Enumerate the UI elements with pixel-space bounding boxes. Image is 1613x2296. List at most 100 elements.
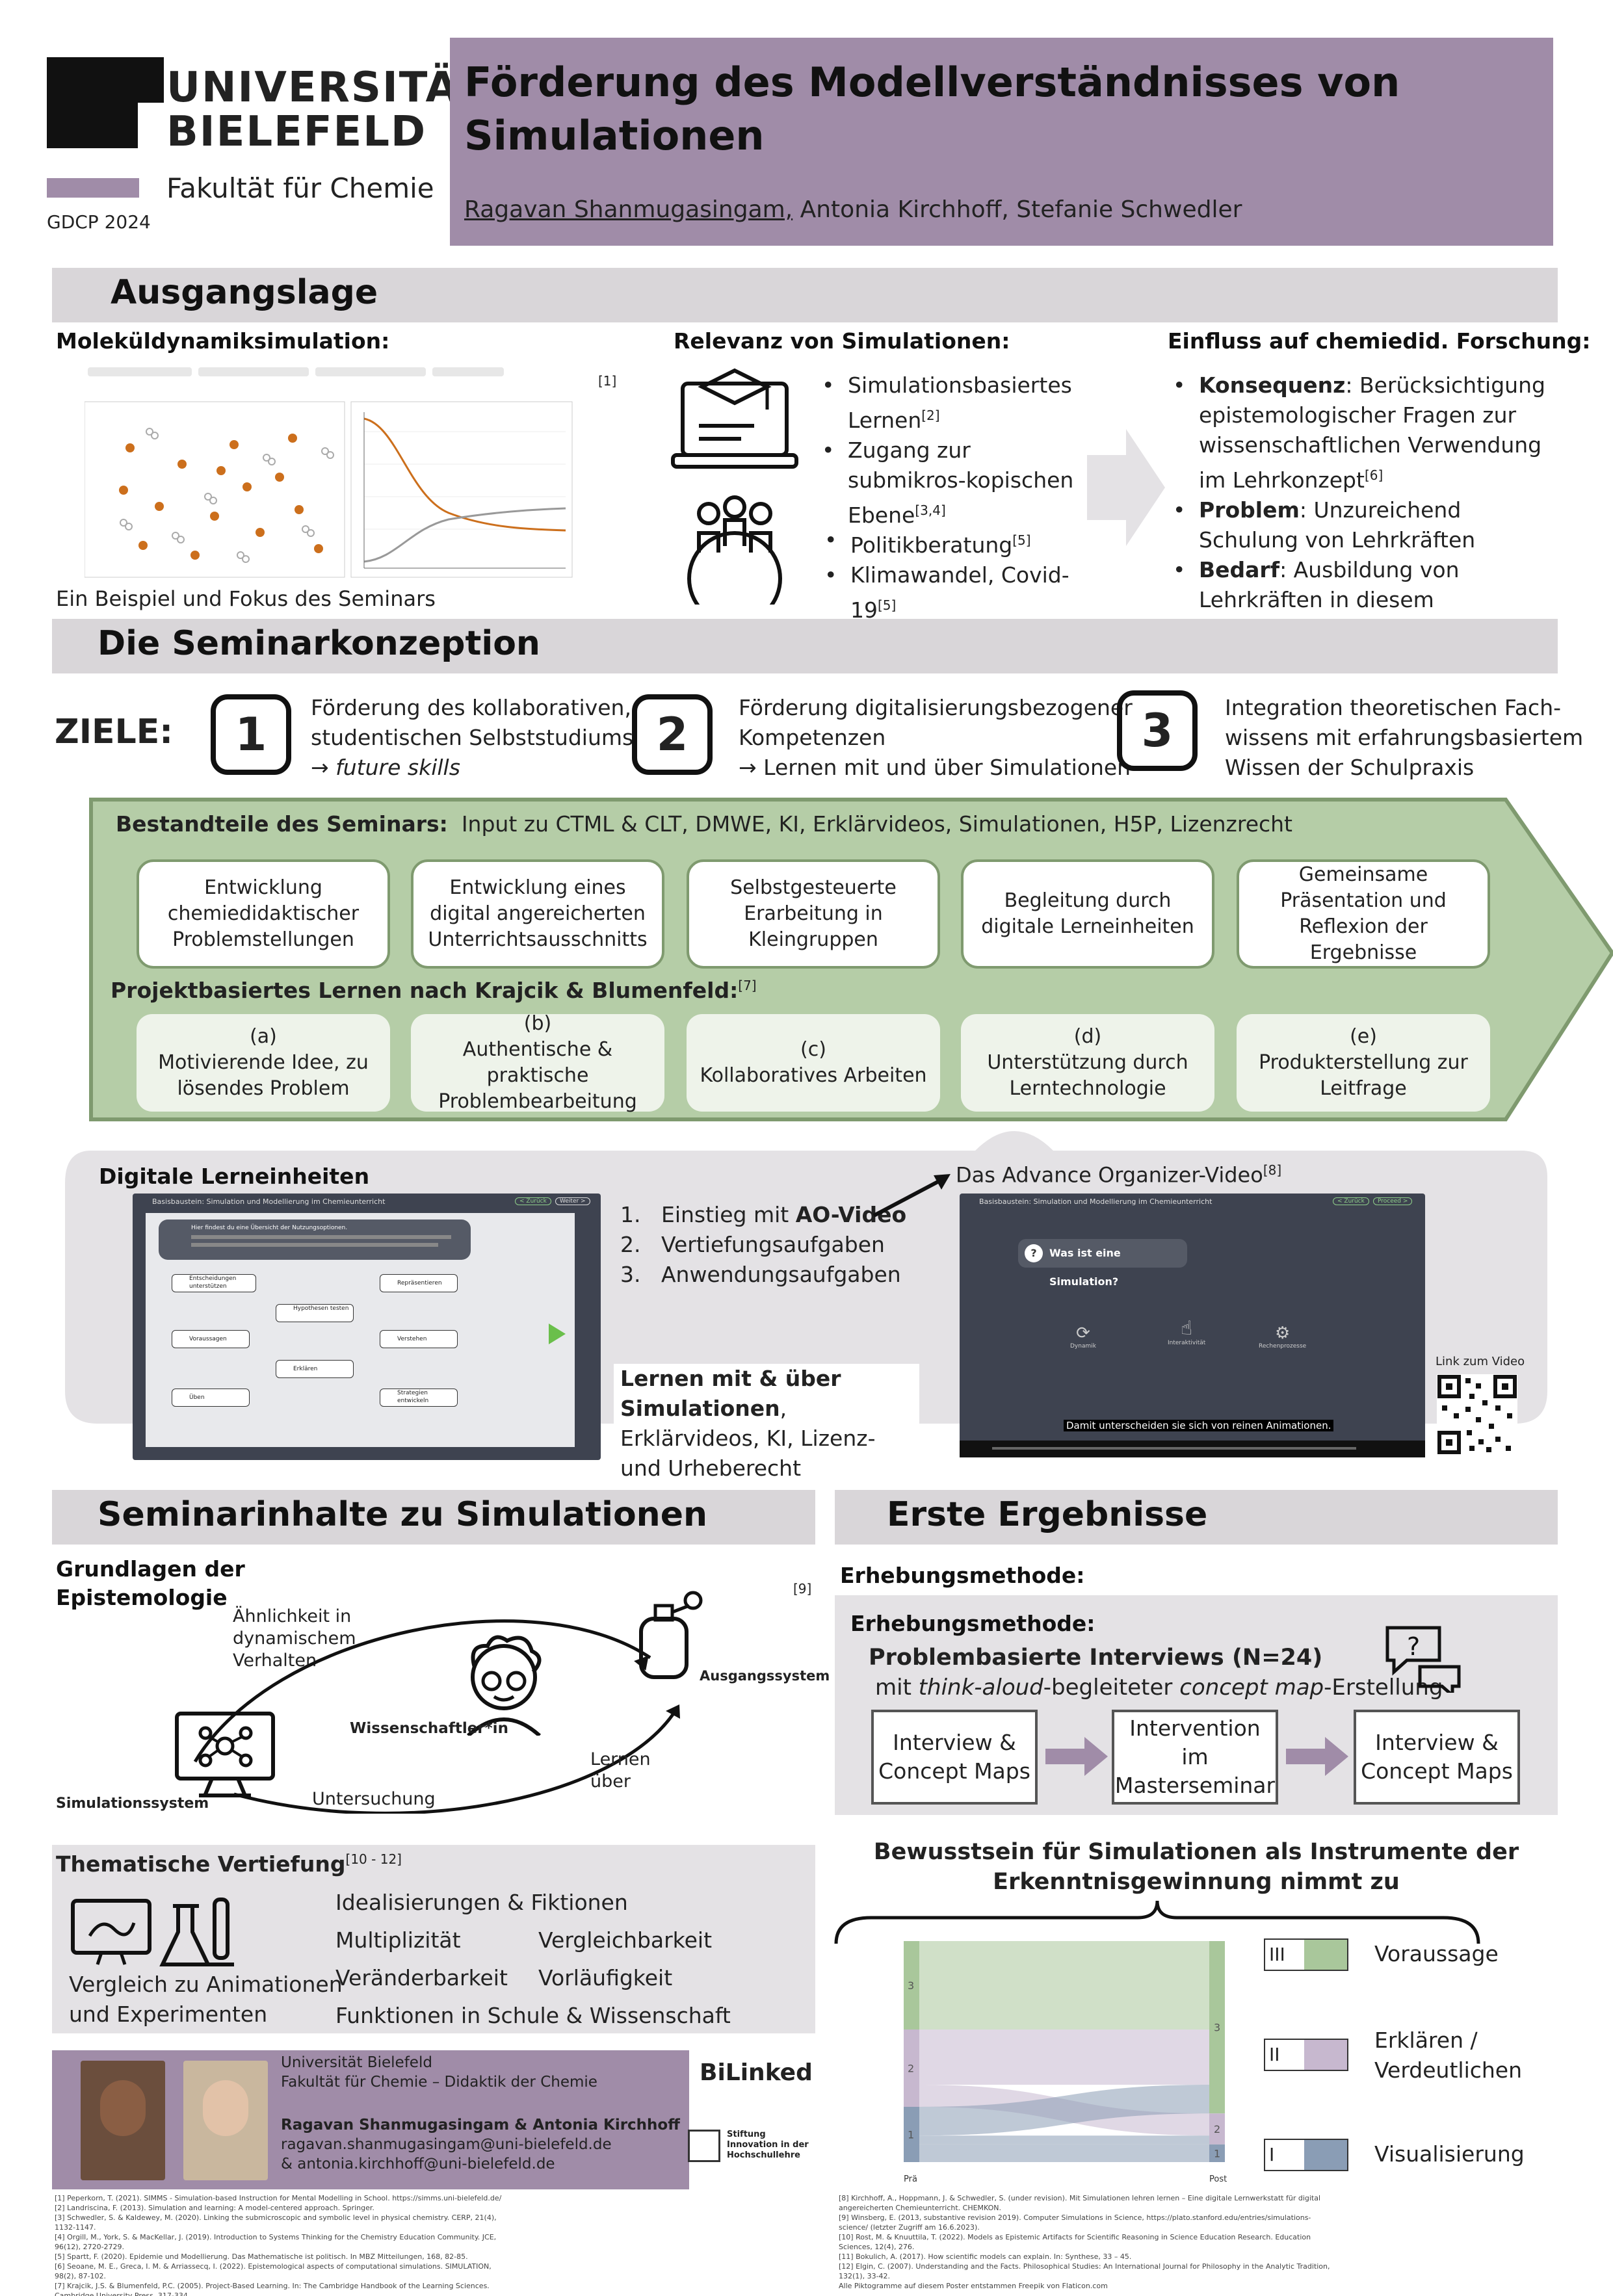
- uni-name-2: BIELEFELD: [166, 108, 427, 156]
- qr-code[interactable]: [1437, 1374, 1517, 1455]
- photo-2: [183, 2061, 268, 2180]
- goal-number-2: 2: [632, 694, 713, 775]
- contact-mail-2[interactable]: & antonia.kirchhoff@uni-bielefeld.de: [281, 2156, 555, 2172]
- pbl-box: (b)Authentische & praktische Problembear…: [411, 1012, 664, 1113]
- ss-node[interactable]: Repräsentieren: [380, 1274, 458, 1292]
- logo-block: [47, 57, 138, 148]
- pbl-box: (e)Produkterstellung zur Leitfrage: [1237, 1014, 1490, 1112]
- ss-title: Basisbaustein: Simulation und Modellieru…: [152, 1197, 386, 1206]
- bestandteile-text: Input zu CTML & CLT, DMWE, KI, Erklärvid…: [461, 811, 1292, 837]
- chart-title: Bewusstsein für Simulationen als Instrum…: [873, 1839, 1519, 1895]
- ss-node[interactable]: Strategien entwickeln: [380, 1389, 458, 1407]
- relevance-item: Zugang zur submikros-kopischen Ebene[3,4…: [817, 436, 1090, 530]
- sankey-x-label: Post: [1209, 2174, 1227, 2184]
- ss-node[interactable]: Verstehen: [380, 1330, 458, 1348]
- col1-title: Moleküldynamiksimulation:: [56, 328, 390, 354]
- ss-node[interactable]: Entscheidungen unterstützen: [172, 1274, 256, 1292]
- contact-mail-1[interactable]: ragavan.shanmugasingam@uni-bielefeld.de: [281, 2136, 612, 2153]
- faculty-bar: [47, 178, 139, 198]
- video-icon-rechenprozesse: ⚙Rechenprozesse: [1259, 1324, 1307, 1350]
- svg-text:?: ?: [1407, 1632, 1420, 1661]
- legend-swatch: [1304, 2040, 1347, 2070]
- stiftung-logo: [688, 2130, 720, 2162]
- ss-play-icon[interactable]: [549, 1324, 566, 1344]
- video-progress[interactable]: [992, 1447, 1356, 1450]
- goal-number-1: 1: [211, 694, 291, 775]
- ss-node[interactable]: Hypothesen testen: [276, 1304, 354, 1322]
- legend-label: Visualisierung: [1374, 2141, 1525, 2167]
- sankey-bar-pre: [904, 2029, 919, 2107]
- topic: Multiplizität: [335, 1927, 461, 1953]
- relevance-item: Politikberatung[5]: [819, 525, 1092, 560]
- section-title-konzeption: Die Seminarkonzeption: [98, 624, 540, 663]
- sankey-x-label: Prä: [904, 2174, 917, 2184]
- logo-block-small: [138, 57, 164, 103]
- component-box: Entwicklung chemiedidaktischer Problemst…: [137, 859, 390, 969]
- interview-detail: mit think-aloud-begleiteter concept map-…: [875, 1675, 1443, 1701]
- video-icon-dynamik: ⟳Dynamik: [1070, 1324, 1096, 1350]
- digital-steps: 1. Einstieg mit AO-Video 2. Vertiefungsa…: [620, 1200, 945, 1290]
- method-step: Interview & Concept Maps: [1354, 1710, 1520, 1805]
- goal-text-3: Integration theoretischen Fach-wissens m…: [1225, 695, 1584, 780]
- video-subtitle: Damit unterscheiden sie sich von reinen …: [1064, 1420, 1334, 1431]
- author-presenting: Ragavan Shanmugasingam,: [464, 196, 793, 223]
- conference-label: GDCP 2024: [47, 211, 151, 233]
- digital-step: 1. Einstieg mit AO-Video: [620, 1202, 907, 1227]
- lernen-box: Lernen mit & über Simulationen, Erklärvi…: [614, 1364, 919, 1481]
- contact-line-1: Universität Bielefeld: [281, 2054, 432, 2071]
- faculty-name: Fakultät für Chemie: [166, 172, 434, 204]
- photo-1: [81, 2061, 165, 2180]
- col1-caption: Ein Beispiel und Fokus des Seminars: [56, 586, 436, 611]
- ss-node[interactable]: Voraussagen: [172, 1330, 250, 1348]
- stiftung-name: Stiftung Innovation in der Hochschullehr…: [727, 2130, 809, 2160]
- video-back-button[interactable]: < Zurück: [1333, 1197, 1369, 1205]
- ziele-label: ZIELE:: [55, 712, 174, 751]
- method-step: Interview & Concept Maps: [871, 1710, 1038, 1805]
- ss-next-button[interactable]: Weiter >: [555, 1197, 590, 1205]
- ss-back-button[interactable]: < Zurück: [515, 1197, 551, 1205]
- brace-shape: [834, 1900, 1480, 1944]
- uni-name-1: UNIVERSITÄT: [166, 64, 486, 112]
- sankey-bar-post: [1209, 1941, 1225, 2114]
- sim-buttons: [88, 367, 575, 378]
- relevance-item: Simulationsbasiertes Lernen[2]: [817, 371, 1090, 436]
- method-step: Intervention im Masterseminar: [1112, 1710, 1278, 1805]
- section-title-ausgangslage: Ausgangslage: [111, 273, 378, 312]
- col1-ref: [1]: [598, 373, 617, 389]
- poster-title-2: Simulationen: [464, 112, 765, 159]
- relevance-item: Klimawandel, Covid-19[5]: [819, 560, 1092, 625]
- section-title-inhalte: Seminarinhalte zu Simulationen: [98, 1495, 707, 1534]
- ss-node[interactable]: Üben: [172, 1389, 250, 1407]
- sankey-bar-pre: [904, 1941, 919, 2029]
- author-rest: Antonia Kirchhoff, Stefanie Schwedler: [793, 196, 1242, 223]
- relevance-list-1: Simulationsbasiertes Lernen[2] Zugang zu…: [817, 371, 1090, 530]
- sankey-tick-pre: 2: [908, 2063, 914, 2075]
- section-band-ausgangslage: [52, 268, 1558, 322]
- ss-node[interactable]: Erklären: [276, 1360, 354, 1378]
- scientist-icon: [466, 1635, 542, 1736]
- digital-title: Digitale Lerneinheiten: [99, 1164, 370, 1189]
- pbl-box: (d)Unterstützung durch Lerntechnologie: [961, 1014, 1214, 1112]
- video-player[interactable]: Basisbaustein: Simulation und Modellieru…: [960, 1194, 1425, 1457]
- pbl-box: (a)Motivierende Idee, zu lösendes Proble…: [137, 1014, 390, 1112]
- ausgangssystem-label: Ausgangssystem: [700, 1668, 830, 1684]
- step-arrow-icon: [1045, 1737, 1108, 1776]
- bestandteile-label: Bestandteile des Seminars:: [116, 811, 448, 837]
- influence-item: Konsequenz: Berücksichtigung epistemolog…: [1168, 371, 1558, 495]
- video-proceed-button[interactable]: Proceed >: [1373, 1197, 1413, 1205]
- methode-title-2: Erhebungsmethode:: [850, 1611, 1095, 1636]
- md-simulation-screenshot: [85, 364, 579, 579]
- sankey-flow: [919, 1941, 1209, 2029]
- people-globe-icon: [687, 495, 782, 605]
- lab-experiment-icon: [159, 1898, 234, 1966]
- untersuchung-label: Untersuchung: [312, 1789, 436, 1809]
- vertiefung-panel: [52, 1845, 815, 2033]
- references-left: [1] Peperkorn, T. (2021). SIMMS - Simula…: [55, 2194, 502, 2296]
- contact-line-2: Fakultät für Chemie – Didaktik der Chemi…: [281, 2074, 597, 2091]
- col3-title: Einfluss auf chemiedid. Forschung:: [1168, 328, 1591, 354]
